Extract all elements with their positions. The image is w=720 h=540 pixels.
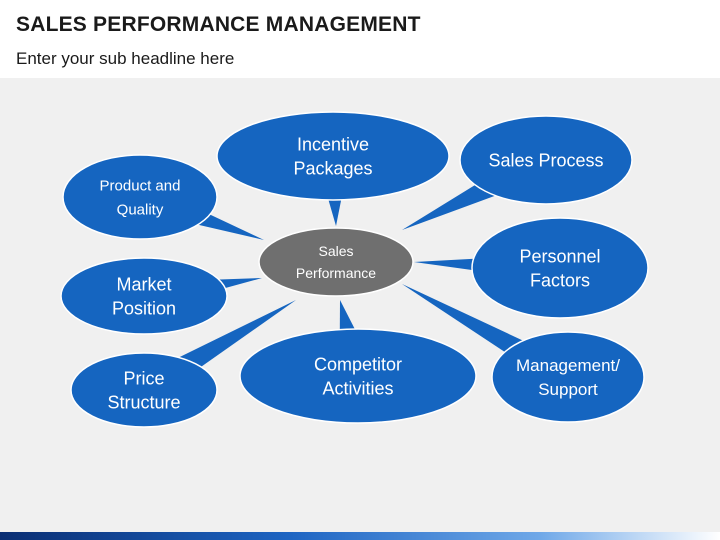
product-and-quality-label-line: Quality [117, 201, 164, 218]
sales-process-label-line: Sales Process [488, 150, 603, 170]
center-label-line: Sales [318, 243, 353, 259]
management-support-label-line: Management/ [516, 356, 620, 375]
price-structure-label-line: Price [123, 368, 164, 388]
sales-process-bubble [459, 115, 633, 205]
page-title: SALES PERFORMANCE MANAGEMENT [16, 13, 421, 36]
page-subtitle: Enter your sub headline here [16, 49, 235, 68]
incentive-packages-label-line: Incentive [297, 134, 369, 154]
center-bubble [258, 227, 414, 297]
personnel-factors-label-line: Factors [530, 270, 590, 290]
product-and-quality-bubble [62, 154, 218, 240]
personnel-factors-label-line: Personnel [519, 246, 600, 266]
node-sales-process: Sales Process [459, 115, 633, 205]
market-position-bubble [60, 257, 228, 335]
personnel-factors-bubble [471, 217, 649, 319]
incentive-packages-label-line: Packages [293, 158, 372, 178]
competitor-activities-label-line: Activities [322, 378, 393, 398]
competitor-activities-label-line: Competitor [314, 354, 402, 374]
incentive-packages-bubble [216, 111, 450, 201]
management-support-label-group: Management/Support [516, 356, 620, 399]
footer-bar [0, 532, 720, 540]
management-support-label-line: Support [538, 380, 598, 399]
price-structure-bubble [70, 352, 218, 428]
sales-process-label-group: Sales Process [488, 150, 603, 170]
center-label-line: Performance [296, 265, 376, 281]
management-support-bubble [491, 331, 645, 423]
price-structure-label-line: Structure [107, 392, 180, 412]
market-position-label-line: Market [116, 274, 171, 294]
competitor-activities-bubble [239, 328, 477, 424]
node-management-support: Management/Support [491, 331, 645, 423]
market-position-label-line: Position [112, 298, 176, 318]
product-and-quality-label-line: Product and [100, 177, 181, 194]
